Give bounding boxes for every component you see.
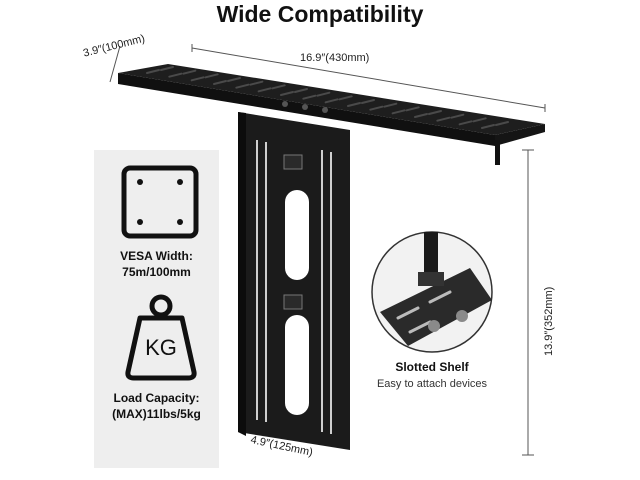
shelf-slot: [405, 106, 420, 112]
shelf-slot: [338, 95, 353, 101]
shelf-slot: [249, 80, 264, 86]
vesa-pattern-icon: [121, 165, 199, 239]
shelf-slot: [450, 113, 465, 119]
shelf-slot: [204, 73, 219, 79]
shelf-slot: [383, 102, 398, 108]
shelf-slot: [347, 102, 361, 107]
shelf-caption-title: Slotted Shelf: [395, 360, 469, 374]
plate-clips: [283, 154, 303, 310]
width-dimension: 16.9″(430mm): [300, 52, 370, 64]
shelf-caption-subtitle: Easy to attach devices: [376, 378, 488, 390]
shelf-slots: [146, 66, 509, 129]
shelf-slot: [257, 87, 272, 93]
shelf-slot: [182, 69, 197, 75]
shelf-slot: [316, 91, 331, 97]
shelf-slot: [481, 124, 495, 129]
vesa-label-line1: VESA Width:: [120, 249, 193, 263]
shelf-slot: [302, 94, 317, 100]
weight-icon: [125, 294, 197, 381]
screw-heads: [282, 101, 328, 113]
shelf-slot: [391, 109, 406, 115]
shelf-slot: [324, 98, 339, 104]
shelf-slot: [414, 113, 428, 118]
shelf-slot: [369, 105, 384, 111]
shelf-slot: [294, 88, 308, 93]
shelf-slot: [428, 110, 442, 115]
zoom-detail-icon: [371, 231, 493, 353]
shelf-slot: [146, 69, 160, 74]
load-label-line2: (MAX)11lbs/5kg: [112, 407, 201, 421]
shelf-slot: [160, 66, 174, 71]
shelf-slot: [213, 80, 227, 85]
load-label-line1: Load Capacity:: [113, 391, 200, 405]
page-title: Wide Compatibility: [216, 1, 424, 27]
shelf-slot: [361, 99, 375, 104]
kg-icon-text: KG: [145, 335, 177, 360]
shelf-slot: [271, 84, 286, 90]
height-dimension: 13.9″(352mm): [543, 286, 555, 356]
plate-cutouts: [285, 190, 309, 415]
shelf-slot: [495, 121, 509, 126]
plate-slots: [256, 140, 332, 434]
shelf-slot: [436, 116, 451, 122]
shelf-slot: [458, 120, 473, 126]
shelf-slot: [235, 83, 250, 89]
shelf-slot: [227, 77, 241, 82]
shelf-slot: [168, 72, 183, 78]
vesa-label-line2: 75m/100mm: [122, 265, 191, 279]
shelf-slot: [472, 117, 487, 123]
shelf-slot: [190, 76, 205, 82]
shelf-slot: [280, 91, 294, 96]
